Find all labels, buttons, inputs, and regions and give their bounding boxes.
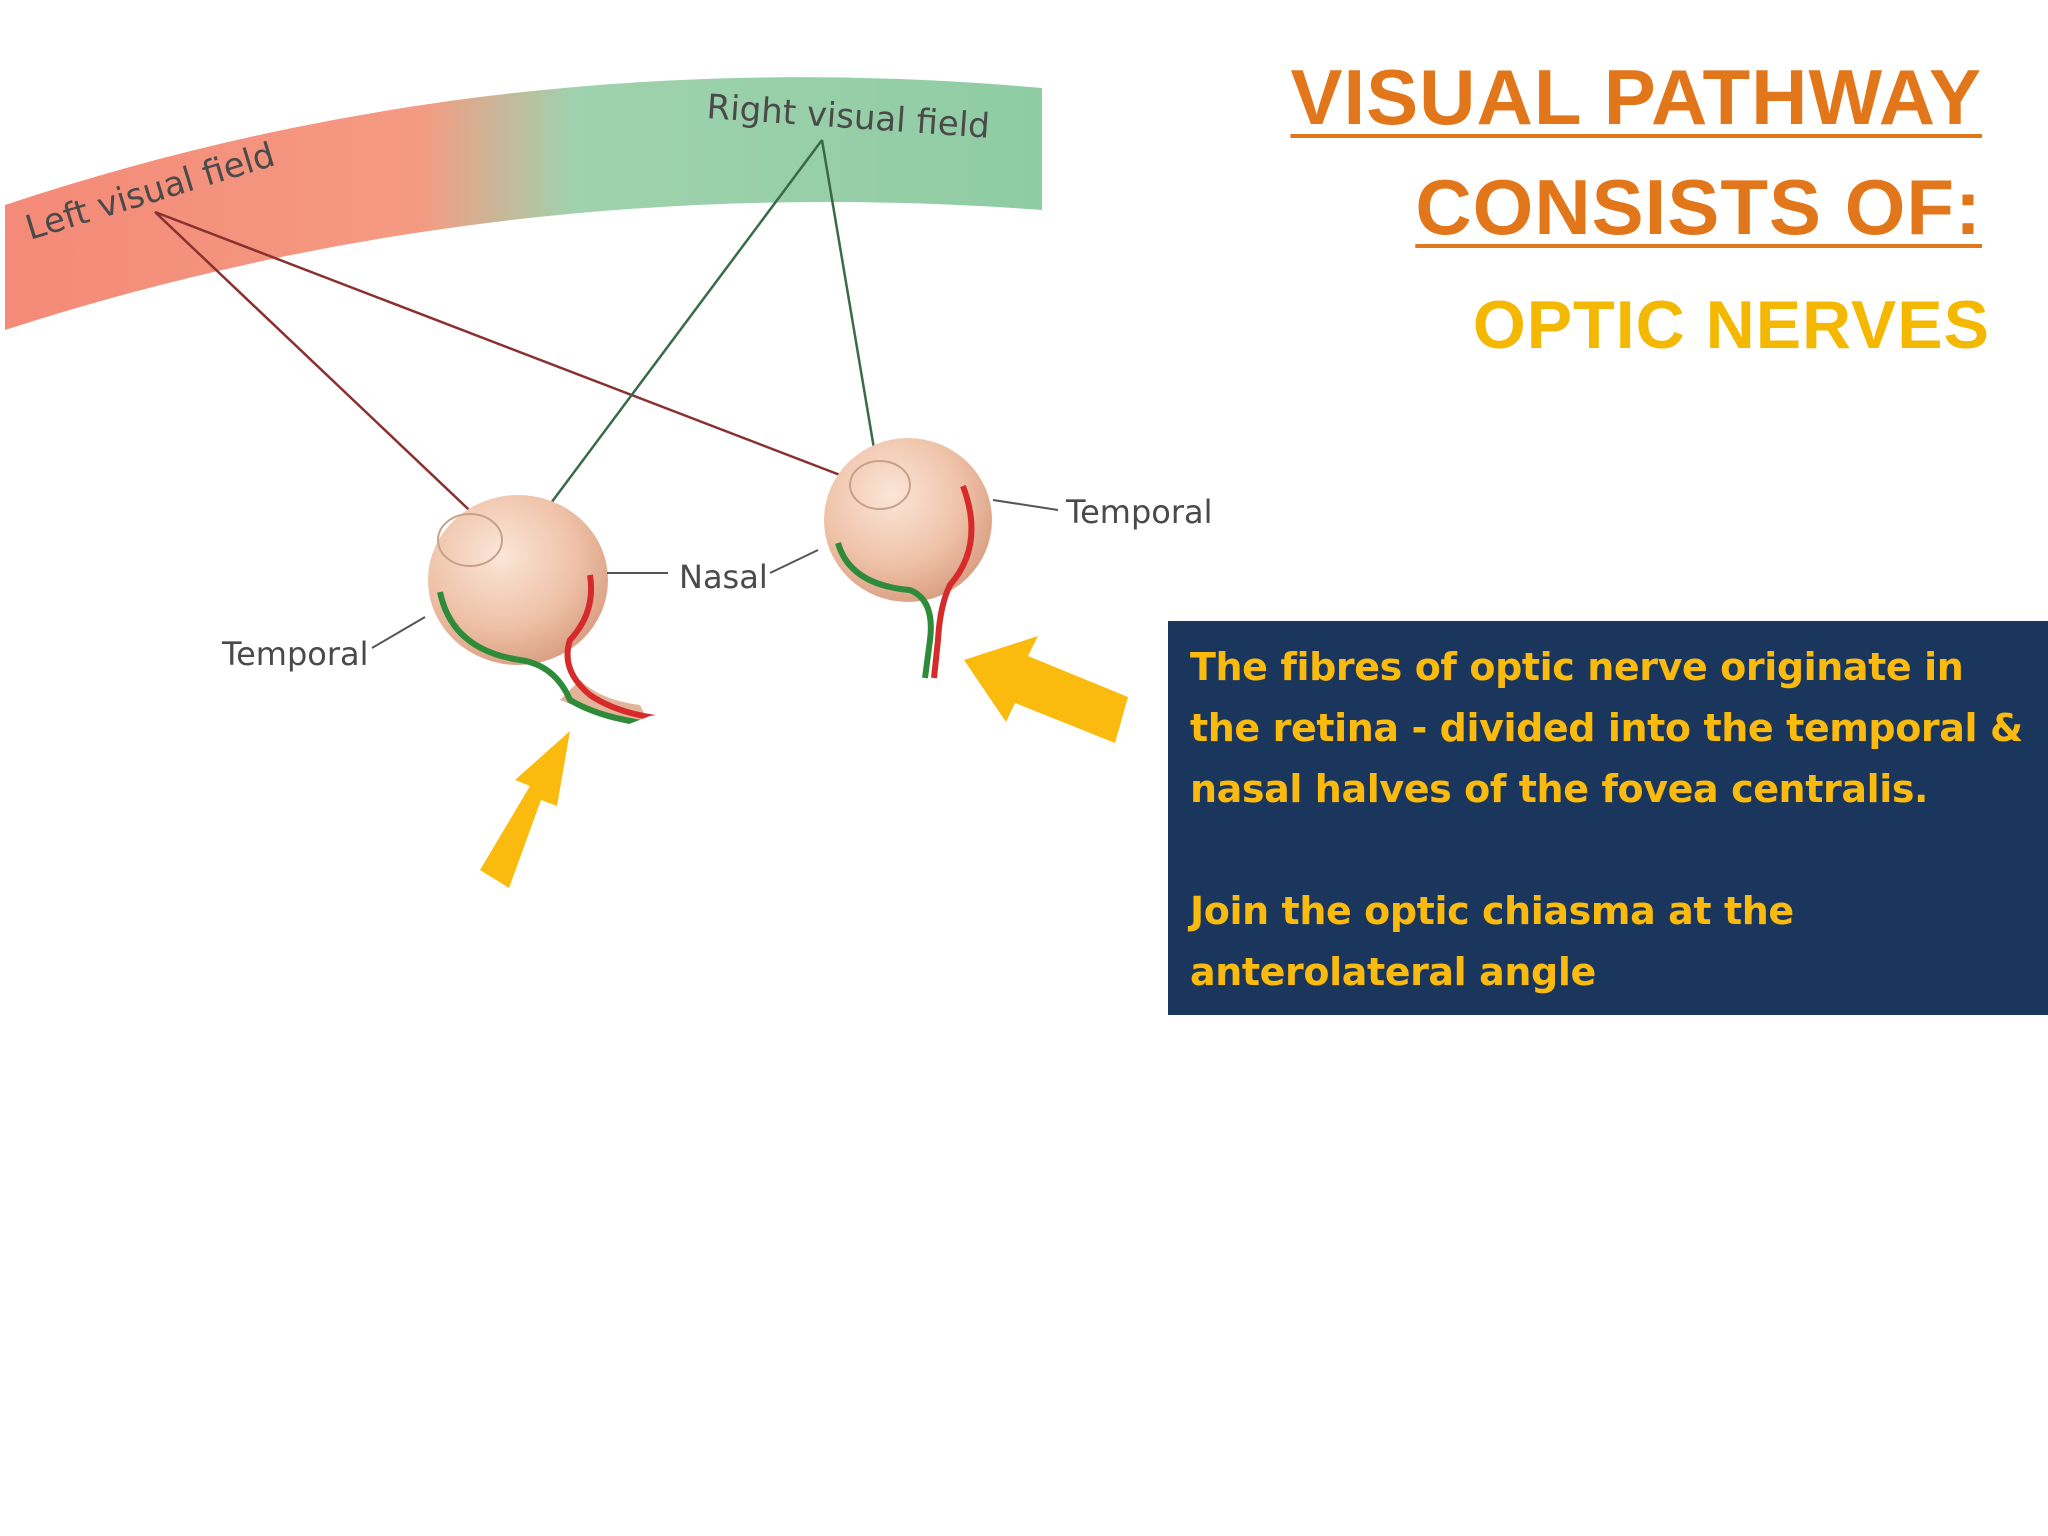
pointer-arrow-icon: [480, 636, 1128, 888]
info-paragraph-2: Join the optic chiasma at the anterolate…: [1190, 889, 1794, 994]
page-subtitle: OPTIC NERVES: [1472, 287, 1990, 363]
right-eyeball-icon: [824, 438, 992, 679]
left-eyeball-icon: [428, 495, 656, 727]
arrow-diagonal-pointer: [964, 636, 1128, 743]
label-temporal-left: Temporal: [221, 635, 369, 673]
label-temporal-right: Temporal: [1065, 493, 1213, 531]
info-box: The fibres of optic nerve originate in t…: [1168, 621, 2048, 1015]
label-nasal: Nasal: [679, 558, 768, 596]
label-leaders: [371, 499, 1059, 649]
arrow-up-pointer: [480, 731, 570, 888]
visual-field-band: [5, 77, 1042, 330]
page-title-line-1: VISUAL PATHWAY: [1290, 53, 1982, 141]
page-title-line-2: CONSISTS OF:: [1415, 163, 1982, 251]
info-paragraph-1: The fibres of optic nerve originate in t…: [1190, 645, 2023, 811]
